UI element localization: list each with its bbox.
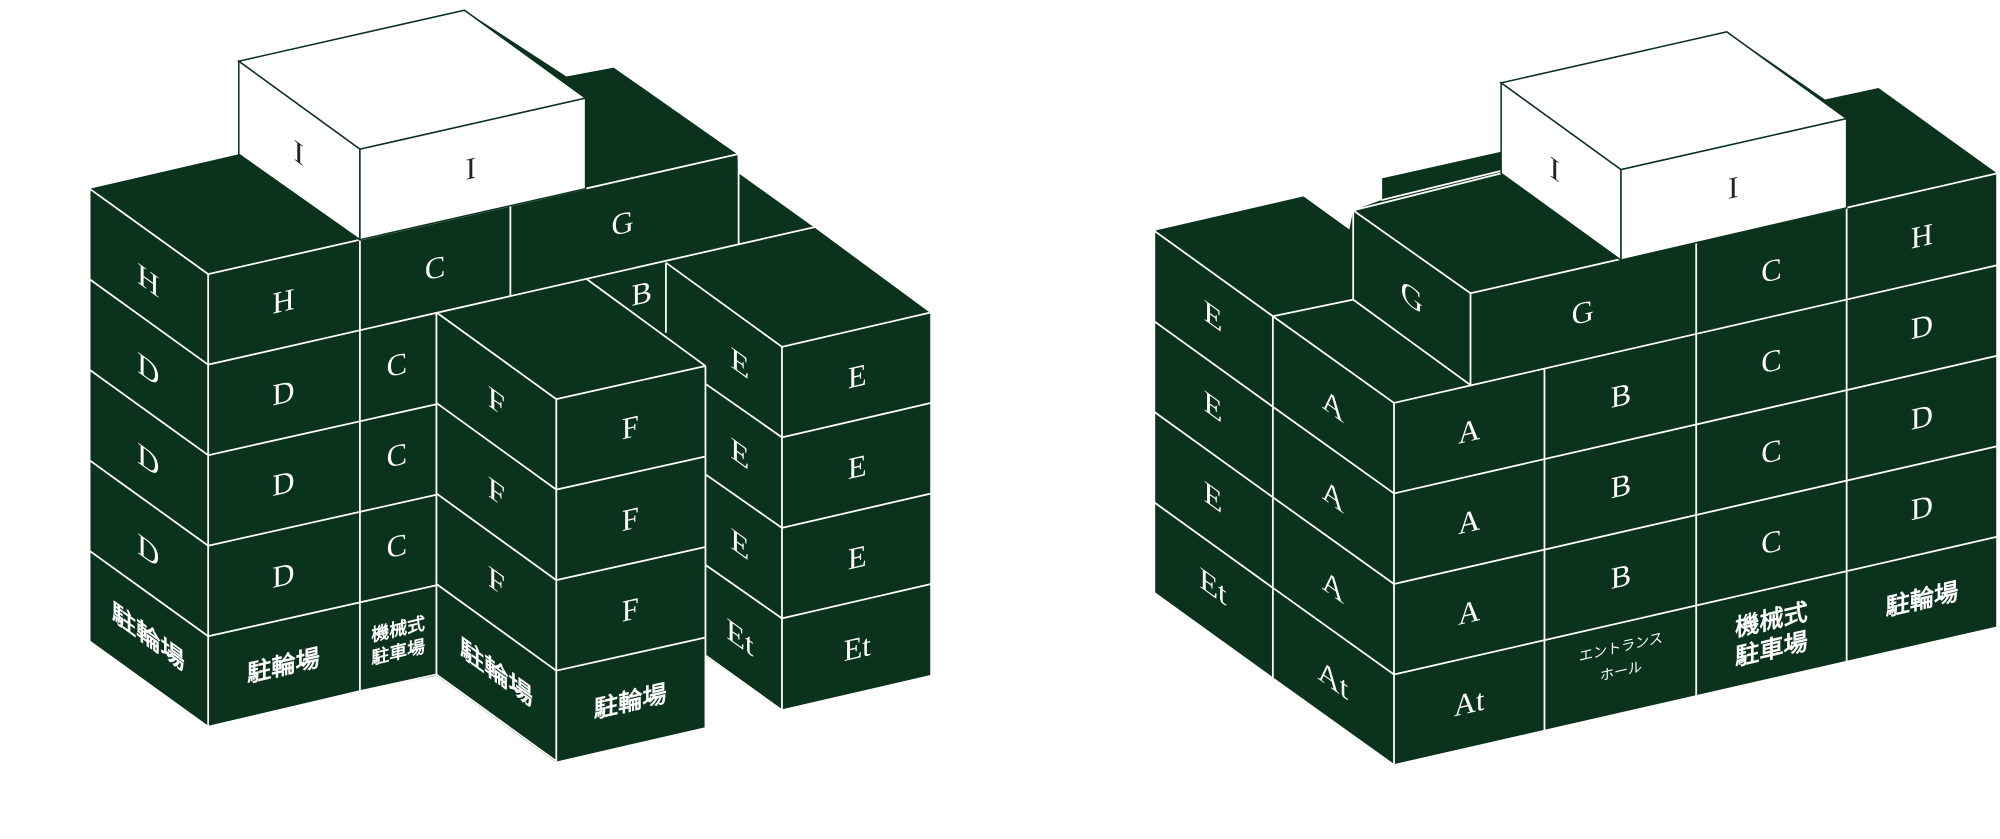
label-side: E [1204, 293, 1223, 340]
label-side: A [1322, 471, 1344, 521]
label-front: E [848, 357, 867, 396]
label-side: F [488, 469, 505, 515]
label-i-front: I [1728, 169, 1738, 206]
label-c: C [425, 248, 445, 287]
right-roof-box-i [1499, 31, 1849, 262]
label-side: D [137, 345, 159, 395]
label-i-side: I [1550, 149, 1560, 190]
label-front: A [1458, 502, 1481, 542]
label-front: D [272, 373, 294, 413]
label-side: A [1322, 381, 1344, 431]
right-building-edges [1153, 169, 1999, 766]
label-front: F [622, 500, 639, 538]
label-front: B [1611, 376, 1631, 415]
label-side: H [137, 256, 159, 306]
label-side: E [731, 430, 750, 477]
label-g-side: G [1401, 272, 1423, 322]
label-side: E [731, 521, 750, 568]
label-side: F [488, 379, 505, 425]
label-side: F [488, 558, 505, 604]
left-building: I I C G B H D D D 駐輪場 H D D D 駐輪場 C C C … [88, 9, 933, 764]
label-front: At [1454, 682, 1485, 724]
label-front: Et [844, 627, 872, 668]
label-front: H [1911, 216, 1933, 256]
label-front: C [1761, 522, 1781, 561]
label-i-side: I [294, 132, 304, 173]
label-front: B [1611, 557, 1631, 596]
label-front: C [387, 526, 407, 565]
label-front: B [1611, 466, 1631, 505]
label-front: F [622, 590, 639, 628]
label-b: B [631, 274, 651, 313]
label-front: C [387, 436, 407, 475]
label-front: C [1761, 251, 1781, 290]
label-front: D [1911, 488, 1933, 528]
label-front: A [1458, 411, 1481, 451]
right-building: I I G G E E E Et A A A At A A A At B B B… [1153, 31, 1999, 766]
label-g-front: G [1572, 293, 1594, 333]
label-front: C [1761, 432, 1781, 471]
label-front: A [1458, 592, 1481, 632]
label-side: E [1204, 474, 1223, 521]
label-side: D [137, 435, 159, 485]
label-front: E [848, 538, 867, 577]
label-side: A [1322, 562, 1344, 612]
label-side: E [731, 340, 750, 387]
label-g: G [612, 203, 634, 243]
label-front: D [272, 463, 294, 503]
label-front: C [1761, 341, 1781, 380]
label-front: H [272, 281, 294, 321]
label-side: D [137, 526, 159, 576]
label-front: D [1911, 397, 1933, 437]
label-front: E [848, 447, 867, 486]
label-side: E [1204, 383, 1223, 430]
label-front: D [272, 555, 294, 595]
left-roof-box-i [236, 9, 588, 242]
label-front: F [622, 408, 639, 446]
label-front: D [1911, 307, 1933, 347]
left-building-edges [88, 153, 933, 764]
label-front: C [387, 345, 407, 384]
label-i-front: I [466, 150, 476, 187]
